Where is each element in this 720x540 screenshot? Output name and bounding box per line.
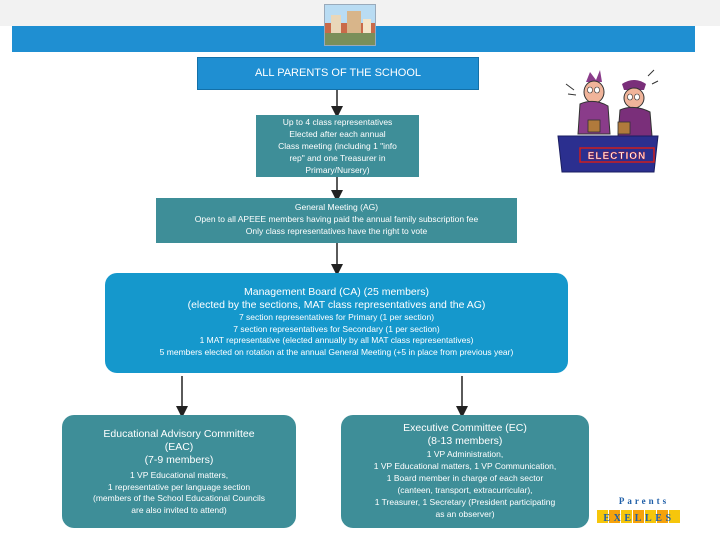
eac-size: (7-9 members) xyxy=(144,454,214,466)
logo-line2: EXELLES xyxy=(603,513,674,524)
general-meeting-line: Only class representatives have the righ… xyxy=(245,226,428,236)
parents-ixelles-logo: Parents EXELLES xyxy=(597,496,680,524)
election-sign-text: ELECTION xyxy=(588,151,647,162)
eac-detail: 1 representative per language section xyxy=(107,481,251,492)
building-shape xyxy=(347,11,361,33)
eac-abbrev: (EAC) xyxy=(164,441,194,453)
general-meeting-title: General Meeting (AG) xyxy=(294,202,379,212)
ec-detail: 1 Board member in charge of each sector xyxy=(386,473,544,483)
eac-title: Educational Advisory Committee xyxy=(103,428,255,440)
voter-figure-right xyxy=(617,69,659,137)
ballot-box xyxy=(617,121,631,135)
management-board-box: Management Board (CA) (25 members) (elec… xyxy=(105,273,568,373)
class-reps-line: Class meeting (including 1 "info xyxy=(278,141,397,151)
ec-box: Executive Committee (EC) (8-13 members) … xyxy=(341,415,589,528)
management-board-title: Management Board (CA) (25 members) xyxy=(244,286,429,298)
ec-size: (8-13 members) xyxy=(427,435,503,447)
eac-detail: (members of the School Educational Counc… xyxy=(93,493,265,503)
ec-detail: 1 Treasurer, 1 Secretary (President part… xyxy=(374,497,556,507)
ec-detail: as an observer) xyxy=(435,509,495,519)
class-reps-line: rep" and one Treasurer in xyxy=(289,153,386,163)
all-parents-label: ALL PARENTS OF THE SCHOOL xyxy=(254,67,422,79)
ec-detail: 1 VP Educational matters, 1 VP Communica… xyxy=(373,461,557,471)
class-reps-box: Up to 4 class representatives Elected af… xyxy=(256,115,419,177)
general-meeting-box: General Meeting (AG) Open to all APEEE m… xyxy=(156,198,517,243)
management-board-subtitle: (elected by the sections, MAT class repr… xyxy=(187,299,486,311)
election-cartoon: ELECTION xyxy=(557,69,659,173)
eac-box: Educational Advisory Committee (EAC) (7-… xyxy=(62,415,296,528)
management-board-line: 1 MAT representative (elected annually b… xyxy=(199,335,474,345)
logo-letter-tiles xyxy=(597,510,680,523)
management-board-line: 7 section representatives for Primary (1… xyxy=(238,312,435,322)
ec-detail: (canteen, transport, extracurricular), xyxy=(397,485,533,495)
eac-detail: are also invited to attend) xyxy=(131,504,227,515)
class-reps-line: Up to 4 class representatives xyxy=(282,117,393,127)
management-board-line: 5 members elected on rotation at the ann… xyxy=(159,346,514,357)
ec-title: Executive Committee (EC) xyxy=(403,422,527,434)
class-reps-line: Primary/Nursery) xyxy=(305,165,370,175)
school-photo xyxy=(324,4,376,46)
voter-figure-left xyxy=(565,70,611,135)
building-shape xyxy=(331,15,341,33)
ec-detail: 1 VP Administration, xyxy=(426,449,504,459)
eac-detail: 1 VP Educational matters, xyxy=(129,470,229,480)
logo-line1: Parents xyxy=(619,496,669,506)
management-board-line: 7 section representatives for Secondary … xyxy=(233,323,440,334)
all-parents-box: ALL PARENTS OF THE SCHOOL xyxy=(197,57,479,90)
ballot-box xyxy=(587,119,601,133)
general-meeting-line: Open to all APEEE members having paid th… xyxy=(194,214,479,224)
class-reps-line: Elected after each annual xyxy=(289,129,386,139)
building-shape xyxy=(363,19,371,33)
